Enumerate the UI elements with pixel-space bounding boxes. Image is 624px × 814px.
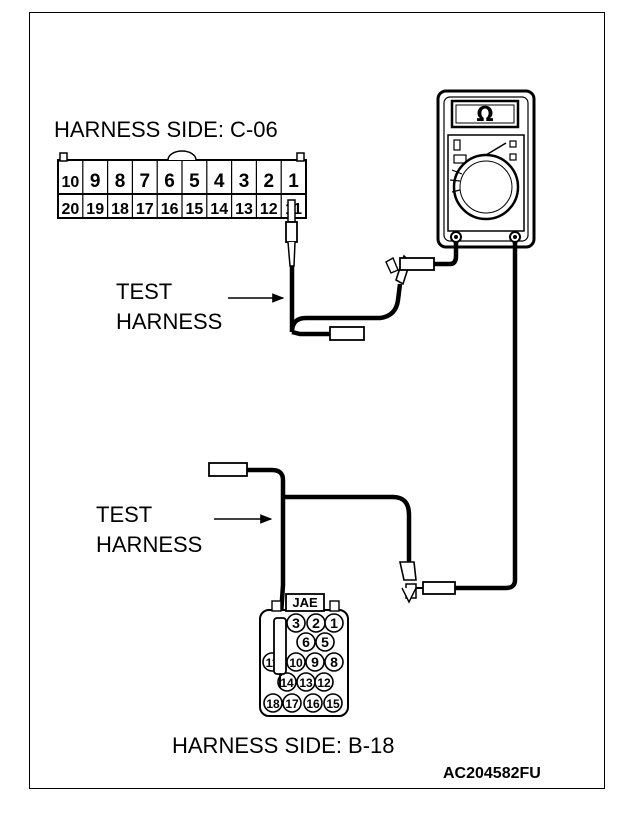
b18-pin-socket [314, 672, 334, 692]
c06-pin-15: 15 [186, 201, 204, 218]
c06-title: HARNESS SIDE: C-06 [54, 117, 278, 142]
c06-pin-14: 14 [210, 201, 228, 218]
c06-pin-20: 20 [62, 201, 80, 218]
upper-test-harness [285, 199, 459, 341]
b18-pin-17: 17 [285, 697, 299, 711]
b18-pin-socket [282, 693, 302, 713]
c06-pin-12: 12 [260, 201, 278, 218]
b18-pin-5: 5 [321, 634, 329, 650]
b18-pin-8: 8 [330, 654, 338, 670]
b18-pin-socket [263, 693, 283, 713]
c06-pin-9: 9 [90, 171, 101, 192]
c06-pin-10: 10 [62, 174, 80, 191]
c06-pin-13: 13 [235, 201, 253, 218]
b18-pin-12: 12 [317, 676, 331, 690]
multimeter [436, 89, 536, 249]
c06-pin-2: 2 [264, 171, 275, 192]
b18-pin-socket [277, 672, 297, 692]
c06-pin-6: 6 [164, 171, 175, 192]
b18-pin-socket [323, 693, 343, 713]
c06-pin-18: 18 [111, 201, 129, 218]
c06-pin-19: 19 [86, 201, 104, 218]
c06-pin-16: 16 [161, 201, 179, 218]
c06-pin-5: 5 [189, 171, 200, 192]
c06-pin-1: 1 [288, 171, 299, 192]
c06-pin-4: 4 [214, 171, 225, 192]
b18-pin-18: 18 [266, 697, 280, 711]
lower-test-harness [208, 242, 518, 681]
b18-pin-14: 14 [280, 676, 294, 690]
b18-pin-9: 9 [311, 654, 319, 670]
b18-title: HARNESS SIDE: B-18 [172, 733, 395, 758]
c06-pin-3: 3 [239, 171, 250, 192]
b18-pin-socket [315, 632, 335, 652]
b18-pin-2: 2 [312, 615, 320, 631]
test-harness-label-1-line1: TEST [116, 279, 173, 304]
b18-pin-13: 13 [299, 676, 313, 690]
c06-pin-7: 7 [140, 171, 151, 192]
jae-badge: JAE [292, 595, 318, 610]
test-harness-label-2-line1: TEST [96, 502, 153, 527]
test-harness-label-2-line2: HARNESS [96, 532, 203, 557]
diagram-frame [29, 12, 605, 789]
b18-pin-socket [305, 652, 325, 672]
b18-pin-socket [324, 652, 344, 672]
c06-pin-8: 8 [115, 171, 126, 192]
b18-probe [273, 617, 287, 688]
b18-pin-socket [324, 613, 344, 633]
b18-pin-6: 6 [302, 634, 310, 650]
b18-pin-socket [303, 693, 323, 713]
b18-pin-16: 16 [306, 697, 320, 711]
b18-pin-15: 15 [326, 697, 340, 711]
b18-pin-10: 10 [289, 656, 303, 670]
b18-pin-socket [296, 632, 316, 652]
ohm-symbol: Ω [476, 102, 493, 126]
c06-pin-17: 17 [136, 201, 154, 218]
b18-pin-socket [286, 652, 306, 672]
b18-pin-1: 1 [330, 615, 338, 631]
test-harness-label-1-line2: HARNESS [116, 309, 223, 334]
figure-code: AC204582FU [443, 765, 541, 782]
b18-pin-socket [286, 613, 306, 633]
b18-pin-3: 3 [292, 615, 300, 631]
